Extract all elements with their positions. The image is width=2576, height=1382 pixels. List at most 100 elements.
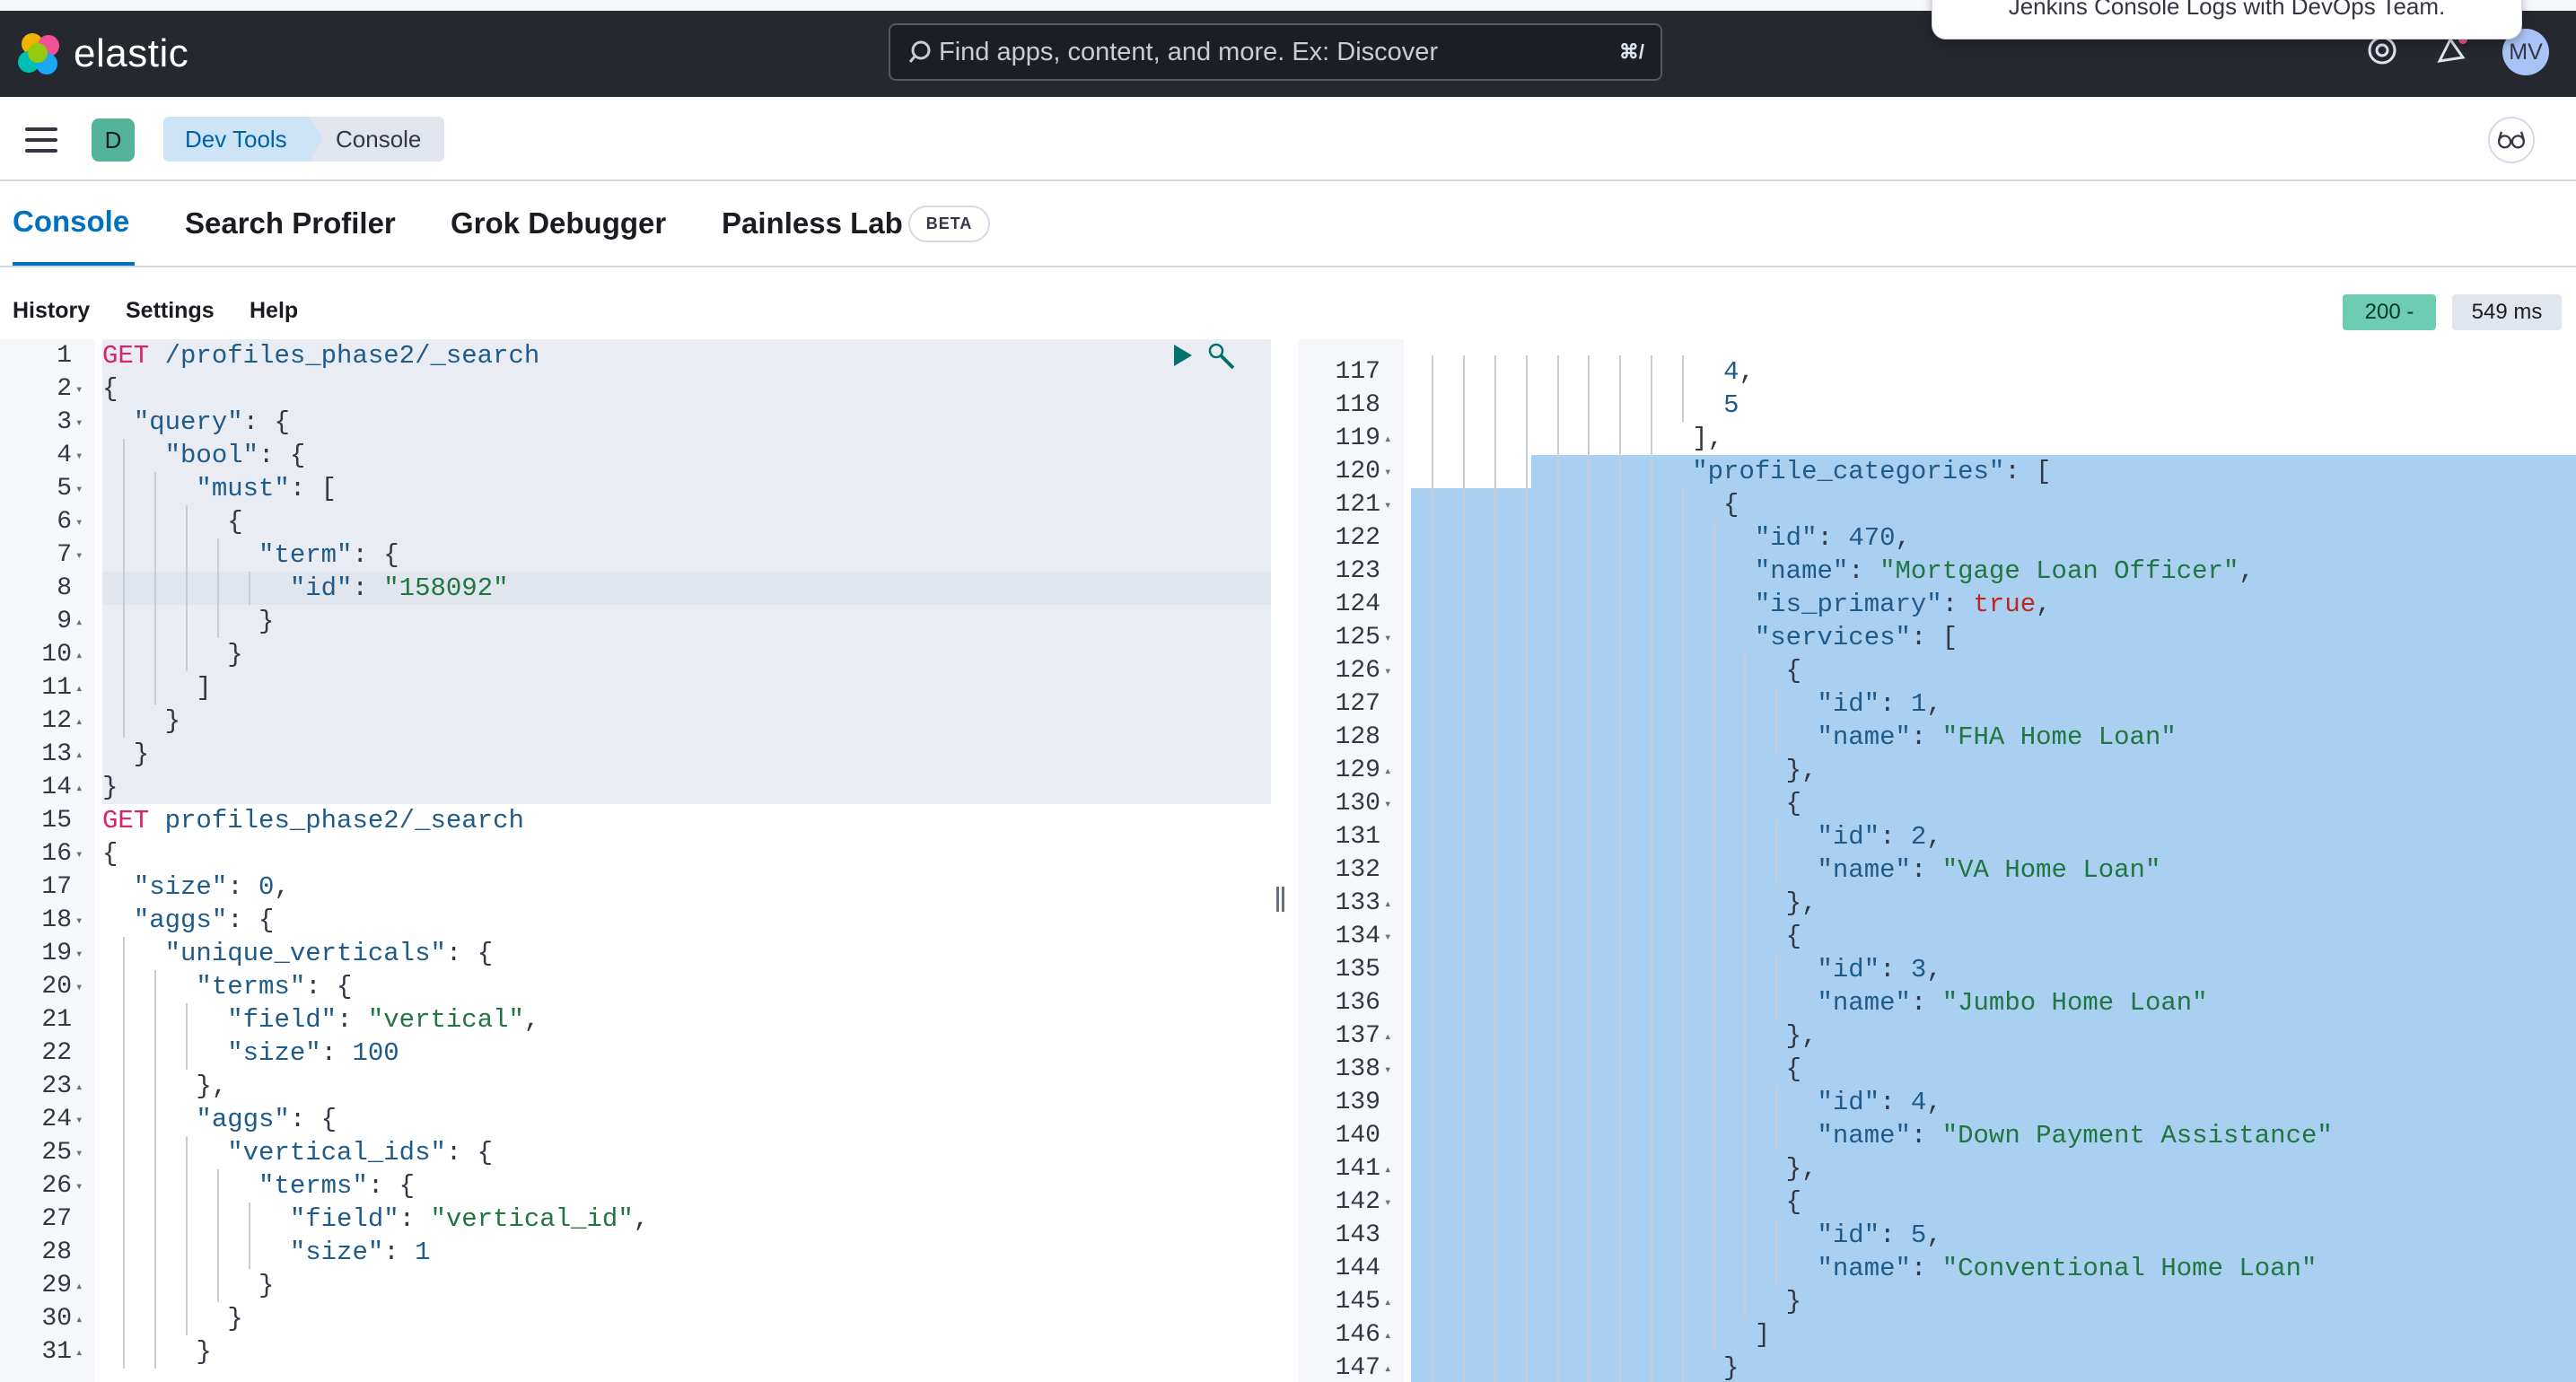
code-line[interactable]: 136 "name": "Jumbo Home Loan" [1298,986,2576,1019]
code-line[interactable]: 119▴ ], [1298,422,2576,455]
code-line[interactable]: 10▴ } [0,638,1271,671]
settings-button[interactable]: Settings [126,298,215,323]
menu-toggle-icon[interactable] [25,127,57,153]
code-line[interactable]: 19▾ "unique_verticals": { [0,937,1271,970]
fold-end-icon[interactable]: ▴ [75,1080,83,1095]
code-line[interactable]: 14▴} [0,771,1271,804]
fold-end-icon[interactable]: ▴ [75,715,83,730]
code-line[interactable]: 147▴ } [1298,1351,2576,1382]
elastic-logo[interactable]: elastic [18,27,188,81]
code-line[interactable]: 27 "field": "vertical_id", [0,1203,1271,1236]
fold-end-icon[interactable]: ▴ [75,616,83,630]
fold-collapse-icon[interactable]: ▾ [1384,665,1392,679]
code-line[interactable]: 13▴ } [0,738,1271,771]
help-button[interactable]: Help [250,298,299,323]
code-line[interactable]: 7▾ "term": { [0,538,1271,572]
code-line[interactable]: 125▾ "services": [ [1298,621,2576,654]
tab-painless-lab[interactable]: Painless Lab BETA [722,181,991,266]
code-line[interactable]: 131 "id": 2, [1298,820,2576,853]
fold-collapse-icon[interactable]: ▾ [75,483,83,497]
code-line[interactable]: 30▴ } [0,1302,1271,1335]
code-line[interactable]: 134▾ { [1298,920,2576,953]
global-search-bar[interactable]: Find apps, content, and more. Ex: Discov… [889,23,1662,81]
fold-collapse-icon[interactable]: ▾ [1384,1063,1392,1078]
fold-end-icon[interactable]: ▴ [1384,897,1392,912]
code-line[interactable]: 3▾ "query": { [0,406,1271,439]
fold-collapse-icon[interactable]: ▾ [75,450,83,464]
code-line[interactable]: 135 "id": 3, [1298,953,2576,986]
code-line[interactable]: 141▴ }, [1298,1152,2576,1185]
fold-end-icon[interactable]: ▴ [1384,433,1392,447]
fold-collapse-icon[interactable]: ▾ [75,516,83,530]
run-request-button[interactable] [1174,345,1192,366]
fold-collapse-icon[interactable]: ▾ [75,914,83,929]
code-line[interactable]: 118 5 [1298,389,2576,422]
code-line[interactable]: 6▾ { [0,505,1271,538]
tab-search-profiler[interactable]: Search Profiler [185,181,396,266]
code-line[interactable]: 142▾ { [1298,1185,2576,1219]
space-avatar[interactable]: D [92,118,135,162]
notification-toast[interactable]: Jenkins Console Logs with DevOps Team. [1932,0,2522,39]
user-avatar[interactable]: MV [2502,29,2549,75]
code-line[interactable]: 126▾ { [1298,654,2576,687]
tab-console[interactable]: Console [13,181,135,266]
fold-collapse-icon[interactable]: ▾ [75,549,83,564]
code-line[interactable]: 2▾{ [0,372,1271,406]
code-line[interactable]: 122 "id": 470, [1298,521,2576,555]
history-button[interactable]: History [13,298,91,323]
wrench-icon[interactable] [1206,341,1237,372]
code-line[interactable]: 121▾ { [1298,488,2576,521]
code-line[interactable]: 5▾ "must": [ [0,472,1271,505]
fold-collapse-icon[interactable]: ▾ [1384,499,1392,513]
fold-end-icon[interactable]: ▴ [75,649,83,663]
code-line[interactable]: 20▾ "terms": { [0,970,1271,1003]
code-line[interactable]: 12▴ } [0,704,1271,738]
fold-collapse-icon[interactable]: ▾ [75,848,83,862]
code-line[interactable]: 4▾ "bool": { [0,439,1271,472]
code-line[interactable]: 26▾ "terms": { [0,1169,1271,1203]
fold-collapse-icon[interactable]: ▾ [1384,632,1392,646]
code-line[interactable]: 124 "is_primary": true, [1298,588,2576,621]
fold-collapse-icon[interactable]: ▾ [75,948,83,962]
fold-end-icon[interactable]: ▴ [1384,1362,1392,1377]
code-line[interactable]: 146▴ ] [1298,1318,2576,1351]
reading-glasses-icon[interactable] [2488,117,2535,163]
code-line[interactable]: 17 "size": 0, [0,870,1271,904]
tab-grok-debugger[interactable]: Grok Debugger [451,181,666,266]
fold-end-icon[interactable]: ▴ [75,1346,83,1360]
code-line[interactable]: 133▴ }, [1298,887,2576,920]
code-line[interactable]: 22 "size": 100 [0,1036,1271,1070]
code-line[interactable]: 8 "id": "158092" [0,572,1271,605]
code-line[interactable]: 18▾ "aggs": { [0,904,1271,937]
code-line[interactable]: 117 4, [1298,355,2576,389]
code-line[interactable]: 16▾{ [0,837,1271,870]
pane-resizer-handle[interactable] [1276,887,1289,912]
fold-collapse-icon[interactable]: ▾ [75,1147,83,1161]
code-line[interactable]: 9▴ } [0,605,1271,638]
code-line[interactable]: 139 "id": 4, [1298,1086,2576,1119]
fold-end-icon[interactable]: ▴ [75,782,83,796]
breadcrumb-dev-tools[interactable]: Dev Tools [163,117,329,162]
code-line[interactable]: 128 "name": "FHA Home Loan" [1298,721,2576,754]
code-line[interactable]: 145▴ } [1298,1285,2576,1318]
fold-end-icon[interactable]: ▴ [75,748,83,763]
fold-collapse-icon[interactable]: ▾ [75,981,83,995]
code-line[interactable]: 24▾ "aggs": { [0,1103,1271,1136]
fold-collapse-icon[interactable]: ▾ [1384,1196,1392,1211]
code-line[interactable]: 29▴ } [0,1269,1271,1302]
code-line[interactable]: 130▾ { [1298,787,2576,820]
fold-collapse-icon[interactable]: ▾ [1384,931,1392,945]
fold-collapse-icon[interactable]: ▾ [1384,798,1392,812]
fold-collapse-icon[interactable]: ▾ [75,383,83,398]
fold-collapse-icon[interactable]: ▾ [75,1114,83,1128]
code-line[interactable]: 143 "id": 5, [1298,1219,2576,1252]
fold-end-icon[interactable]: ▴ [1384,1329,1392,1343]
code-line[interactable]: 21 "field": "vertical", [0,1003,1271,1036]
fold-end-icon[interactable]: ▴ [1384,1296,1392,1310]
fold-end-icon[interactable]: ▴ [1384,765,1392,779]
code-line[interactable]: 120▾ "profile_categories": [ [1298,455,2576,488]
